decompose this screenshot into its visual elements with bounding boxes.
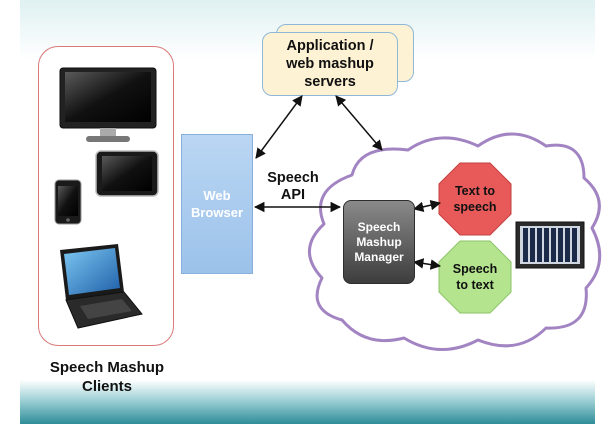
server-rack-icon — [515, 221, 585, 269]
desktop-monitor-icon — [59, 67, 157, 142]
speech-mashup-manager-box: Speech Mashup Manager — [343, 200, 415, 284]
speech-to-text-octagon — [438, 240, 512, 314]
tts-shape — [438, 162, 512, 236]
arrow-manager-stt — [412, 258, 442, 270]
web-browser-label: Web Browser — [190, 188, 244, 220]
text-to-speech-label: Text to speech — [453, 184, 497, 214]
app-servers-label: Application / web mashup servers — [286, 38, 374, 90]
speech-to-text-label: Speech to text — [452, 262, 498, 292]
speech-mashup-manager-label: Speech Mashup Manager — [354, 219, 404, 264]
app-servers-box: Application / web mashup servers — [262, 32, 398, 96]
arrow-browser-servers — [255, 95, 303, 159]
tablet-icon — [95, 150, 159, 197]
stt-shape — [438, 240, 512, 314]
cloud-shape — [308, 132, 602, 351]
web-browser-box: Web Browser — [181, 134, 253, 274]
smartphone-icon — [54, 179, 82, 225]
speech-api-label: Speech API — [267, 170, 319, 203]
arrow-manager-tts — [412, 200, 442, 212]
connector-arrows — [253, 95, 442, 270]
arrow-servers-cloud — [335, 95, 383, 151]
text-to-speech-octagon — [438, 162, 512, 236]
laptop-icon — [60, 244, 143, 329]
clients-caption: Speech Mashup Clients — [49, 359, 165, 395]
